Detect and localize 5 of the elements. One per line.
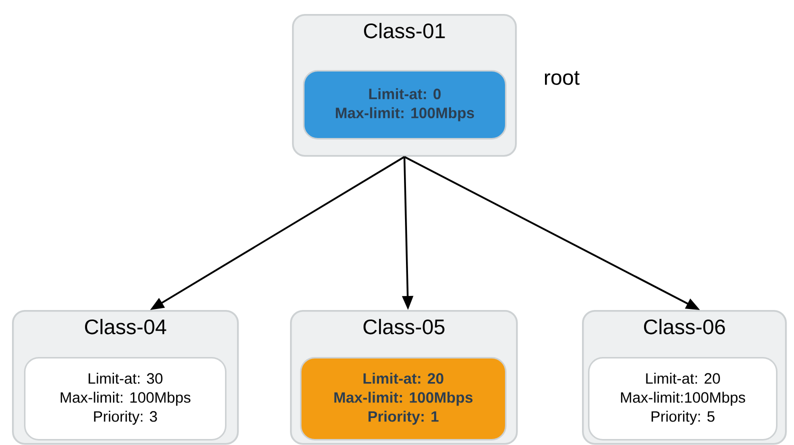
- parameter-box: Limit-at: 20 Max-limit:100Mbps Priority: 5: [588, 357, 778, 440]
- side-label: root: [544, 71, 580, 85]
- parameter-box: Limit-at: 0 Max-limit: 100Mbps: [303, 70, 506, 140]
- parameter-box: Limit-at: 20 Max-limit: 100Mbps Priority: 1: [300, 357, 506, 440]
- parameter-box: Limit-at: 30 Max-limit: 100Mbps Priority: 3: [24, 357, 226, 440]
